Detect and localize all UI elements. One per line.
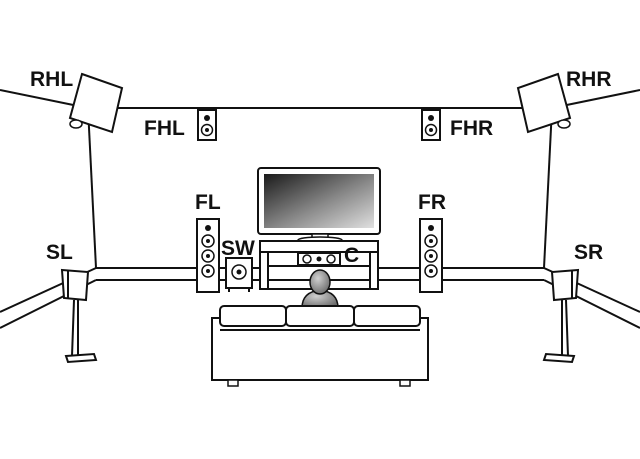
label-fr: FR (418, 191, 446, 214)
tv (257, 167, 381, 244)
rhr-speaker (516, 72, 572, 134)
sw-speaker (225, 257, 253, 292)
sofa (211, 305, 429, 387)
fl-speaker (196, 218, 220, 293)
rhl-speaker (68, 72, 124, 134)
label-fl: FL (195, 191, 221, 214)
sl-speaker (60, 268, 98, 364)
label-fhr: FHR (450, 117, 493, 140)
fhl-speaker (197, 109, 217, 141)
listener (301, 269, 339, 309)
label-sw: SW (221, 237, 255, 260)
fr-speaker (419, 218, 443, 293)
c-speaker (297, 252, 341, 266)
label-sl: SL (46, 241, 73, 264)
label-fhl: FHL (144, 117, 185, 140)
label-sr: SR (574, 241, 603, 264)
label-rhl: RHL (30, 68, 73, 91)
fhr-speaker (421, 109, 441, 141)
label-c: C (344, 244, 359, 267)
sr-speaker (542, 268, 580, 364)
label-rhr: RHR (566, 68, 612, 91)
